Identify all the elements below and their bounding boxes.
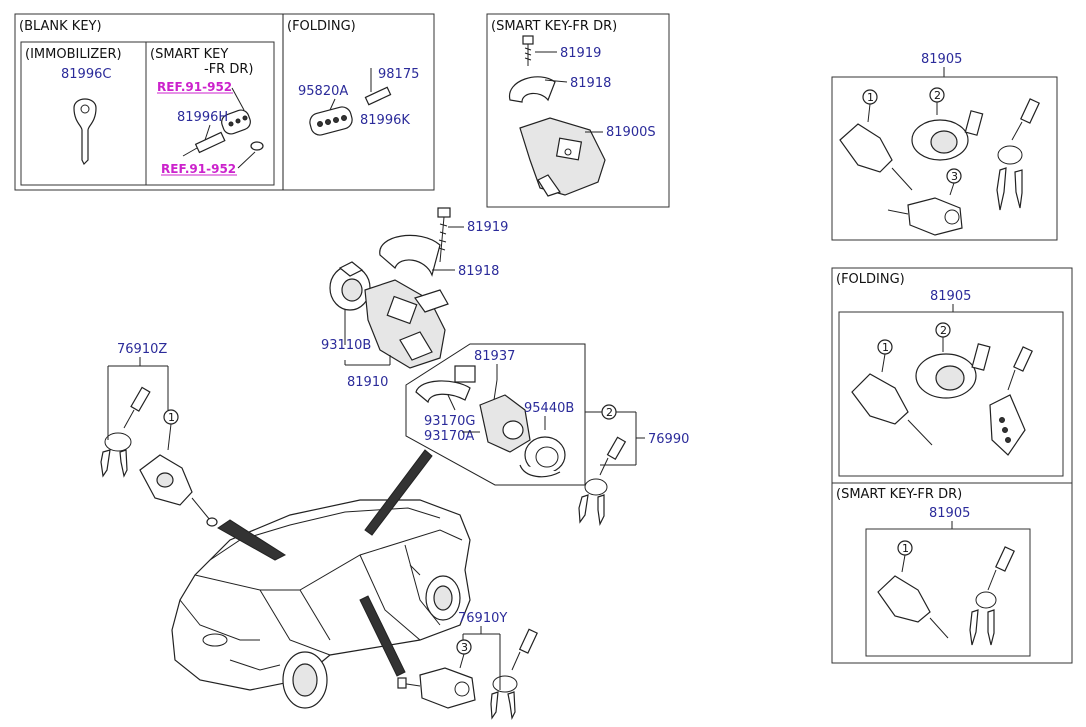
ignition-switch-icon: 2 bbox=[911, 87, 984, 161]
arrow-tailgate bbox=[359, 595, 406, 677]
part-93170G[interactable]: 93170G bbox=[424, 414, 475, 429]
blank-key-header: (BLANK KEY) bbox=[19, 19, 102, 34]
part-93170A[interactable]: 93170A bbox=[424, 429, 474, 444]
part-95820A[interactable]: 95820A bbox=[298, 84, 348, 99]
part-81900S[interactable]: 81900S bbox=[606, 125, 656, 140]
arrow-ignition bbox=[364, 449, 433, 536]
key-blade-icon bbox=[364, 86, 392, 106]
folding-key-fob-icon bbox=[309, 106, 353, 136]
smart-key-set-icon bbox=[969, 546, 1015, 646]
emergency-key-icon bbox=[182, 131, 226, 157]
steering-lock-body-81910-icon bbox=[364, 279, 449, 369]
smart-door-cylinder-icon: 1 bbox=[877, 540, 949, 639]
svg-text:2: 2 bbox=[606, 406, 613, 419]
immobilizer-header: (IMMOBILIZER) bbox=[25, 47, 122, 62]
assembly-81905-box-b bbox=[838, 311, 1064, 477]
key-set-icon bbox=[996, 98, 1040, 211]
part-81919-mid[interactable]: 81919 bbox=[467, 220, 508, 235]
part-81905-c[interactable]: 81905 bbox=[929, 506, 970, 521]
smart-key-fr-dr-header-right: (SMART KEY-FR DR) bbox=[836, 487, 962, 502]
bracket-81918-top-icon bbox=[509, 76, 556, 103]
part-81910[interactable]: 81910 bbox=[347, 375, 388, 390]
smart-key-fr-dr-top-box bbox=[486, 13, 670, 208]
smart-key-fob-icon bbox=[221, 109, 251, 135]
folding-header-right: (FOLDING) bbox=[836, 272, 905, 287]
svg-text:2: 2 bbox=[940, 324, 947, 337]
assembly-81905-box-a bbox=[831, 76, 1058, 241]
part-95440B[interactable]: 95440B bbox=[524, 401, 574, 416]
coin-battery-icon bbox=[250, 141, 264, 151]
blank-key-box bbox=[14, 13, 435, 191]
folding-ignition-switch-icon: 2 bbox=[915, 322, 991, 399]
smart-key-fr-dr-header-top: (SMART KEY-FR DR) bbox=[491, 19, 617, 34]
smart-key-fr-dr-right-box bbox=[831, 482, 1073, 664]
door-lock-cylinder-icon: 1 bbox=[839, 89, 913, 191]
part-81905-a[interactable]: 81905 bbox=[921, 52, 962, 67]
key-cylinder-93110B-icon bbox=[329, 261, 371, 311]
ignition-switch-93170A-icon bbox=[462, 394, 531, 453]
part-81937[interactable]: 81937 bbox=[474, 349, 515, 364]
car-illustration bbox=[171, 499, 471, 709]
svg-text:1: 1 bbox=[882, 341, 889, 354]
folding-header-top: (FOLDING) bbox=[287, 19, 356, 34]
ref-91-952-upper[interactable]: REF.91-952 bbox=[157, 80, 232, 94]
part-81918-mid[interactable]: 81918 bbox=[458, 264, 499, 279]
part-76910Y[interactable]: 76910Y bbox=[458, 611, 507, 626]
arrow-front-door bbox=[217, 519, 287, 561]
part-76910Z[interactable]: 76910Z bbox=[117, 342, 167, 357]
folding-key-icon bbox=[989, 346, 1033, 456]
svg-text:1: 1 bbox=[902, 542, 909, 555]
svg-text:3: 3 bbox=[461, 641, 468, 654]
part-81996H[interactable]: 81996H bbox=[177, 110, 228, 125]
steering-lock-81900S-top-icon bbox=[519, 117, 606, 197]
tailgate-cylinder-76910Y-icon bbox=[397, 667, 476, 709]
bracket-81918-mid-icon bbox=[379, 234, 441, 277]
svg-text:1: 1 bbox=[867, 91, 874, 104]
part-81918-top[interactable]: 81918 bbox=[570, 76, 611, 91]
door-cylinder-76910Z-icon bbox=[139, 454, 218, 527]
svg-text:2: 2 bbox=[934, 89, 941, 102]
blank-key-icon bbox=[73, 98, 97, 166]
trunk-cylinder-icon: 3 bbox=[887, 168, 963, 236]
immobilizer-antenna-93170G-icon bbox=[415, 365, 476, 411]
assembly-81905-box-c bbox=[865, 528, 1031, 657]
part-76990[interactable]: 76990 bbox=[648, 432, 689, 447]
part-93110B[interactable]: 93110B bbox=[321, 338, 371, 353]
folding-door-cylinder-icon: 1 bbox=[851, 339, 933, 446]
key-set-76910Y-icon bbox=[490, 628, 538, 720]
smart-key-fr-dr-box bbox=[145, 41, 275, 186]
ref-91-952-lower[interactable]: REF.91-952 bbox=[161, 162, 236, 176]
smart-key-header-line2: -FR DR) bbox=[204, 62, 253, 77]
screw-81919-top-icon bbox=[522, 35, 534, 66]
svg-text:3: 3 bbox=[951, 170, 958, 183]
part-81919-top[interactable]: 81919 bbox=[560, 46, 601, 61]
part-81996C[interactable]: 81996C bbox=[61, 67, 111, 82]
smart-key-header-line1: (SMART KEY bbox=[150, 47, 228, 62]
screw-81919-mid-icon bbox=[437, 207, 451, 263]
part-98175[interactable]: 98175 bbox=[378, 67, 419, 82]
key-set-76910Z-icon bbox=[100, 386, 151, 478]
key-set-76990-icon bbox=[578, 436, 627, 526]
part-81905-b[interactable]: 81905 bbox=[930, 289, 971, 304]
svg-text:1: 1 bbox=[168, 411, 175, 424]
bezel-ring-95440B-icon bbox=[519, 436, 566, 478]
part-81996K[interactable]: 81996K bbox=[360, 113, 410, 128]
